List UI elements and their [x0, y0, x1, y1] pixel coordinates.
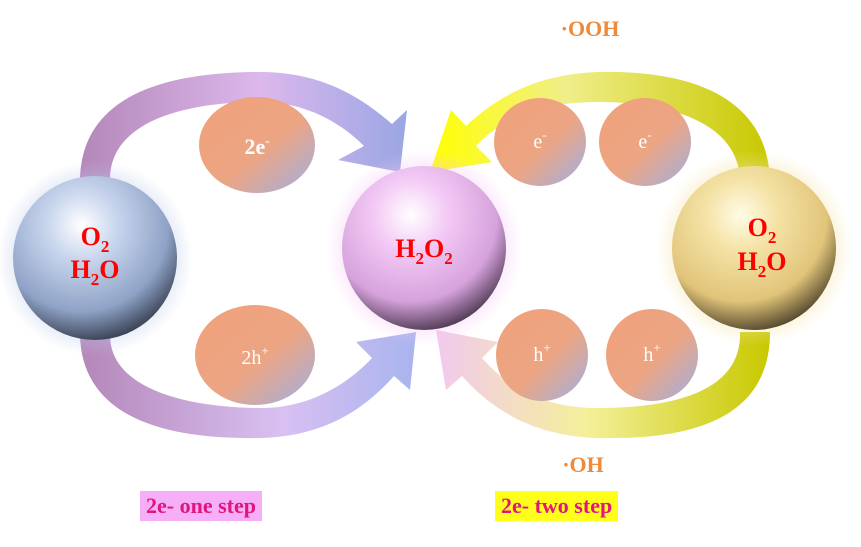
carrier-hole-2: h+	[606, 309, 698, 401]
bubble	[599, 98, 691, 186]
bubble	[494, 98, 586, 186]
sphere-center-product: H2O2	[326, 150, 522, 346]
hole-2-label: h+	[643, 340, 660, 366]
carrier-hole-pair: 2h+	[195, 305, 315, 405]
sphere-right-reactants: O2 H2O	[656, 150, 852, 346]
sphere-left-reactants: O2 H2O	[0, 160, 193, 356]
o2-label: O2	[81, 222, 110, 256]
one-step-arrows	[80, 72, 416, 439]
sphere-body	[13, 176, 177, 340]
bubble	[199, 97, 315, 193]
bubble	[496, 309, 588, 401]
electron-1-label: e-	[533, 127, 546, 153]
hole-pair-label: 2h+	[241, 343, 268, 369]
hole-1-label: h+	[533, 340, 550, 366]
carrier-hole-1: h+	[496, 309, 588, 401]
bubble	[195, 305, 315, 405]
one-step-caption: 2e- one step	[140, 491, 262, 521]
carrier-electron-1: e-	[494, 98, 586, 186]
sphere-body	[342, 166, 506, 330]
carrier-electron-pair: 2e-	[199, 97, 315, 193]
oh-radical-label: ·OH	[562, 452, 604, 477]
carrier-electron-2: e-	[599, 98, 691, 186]
electron-pair-label: 2e-	[244, 133, 269, 159]
o2-label: O2	[748, 213, 777, 247]
one-step-bottom-arc	[80, 332, 416, 439]
h2o-label: H2O	[738, 247, 787, 281]
two-step-bottom-arc	[436, 330, 770, 439]
one-step-top-arc	[80, 72, 407, 182]
two-step-arrows	[430, 71, 770, 439]
two-step-caption: 2e- two step	[495, 491, 619, 521]
electron-2-label: e-	[638, 127, 651, 153]
sphere-body	[672, 166, 836, 330]
two-step-top-arc	[430, 71, 770, 185]
h2o-label: H2O	[71, 255, 120, 289]
ooh-radical-label: ·OOH	[561, 16, 620, 41]
h2o2-label: H2O2	[395, 234, 452, 268]
bubble	[606, 309, 698, 401]
